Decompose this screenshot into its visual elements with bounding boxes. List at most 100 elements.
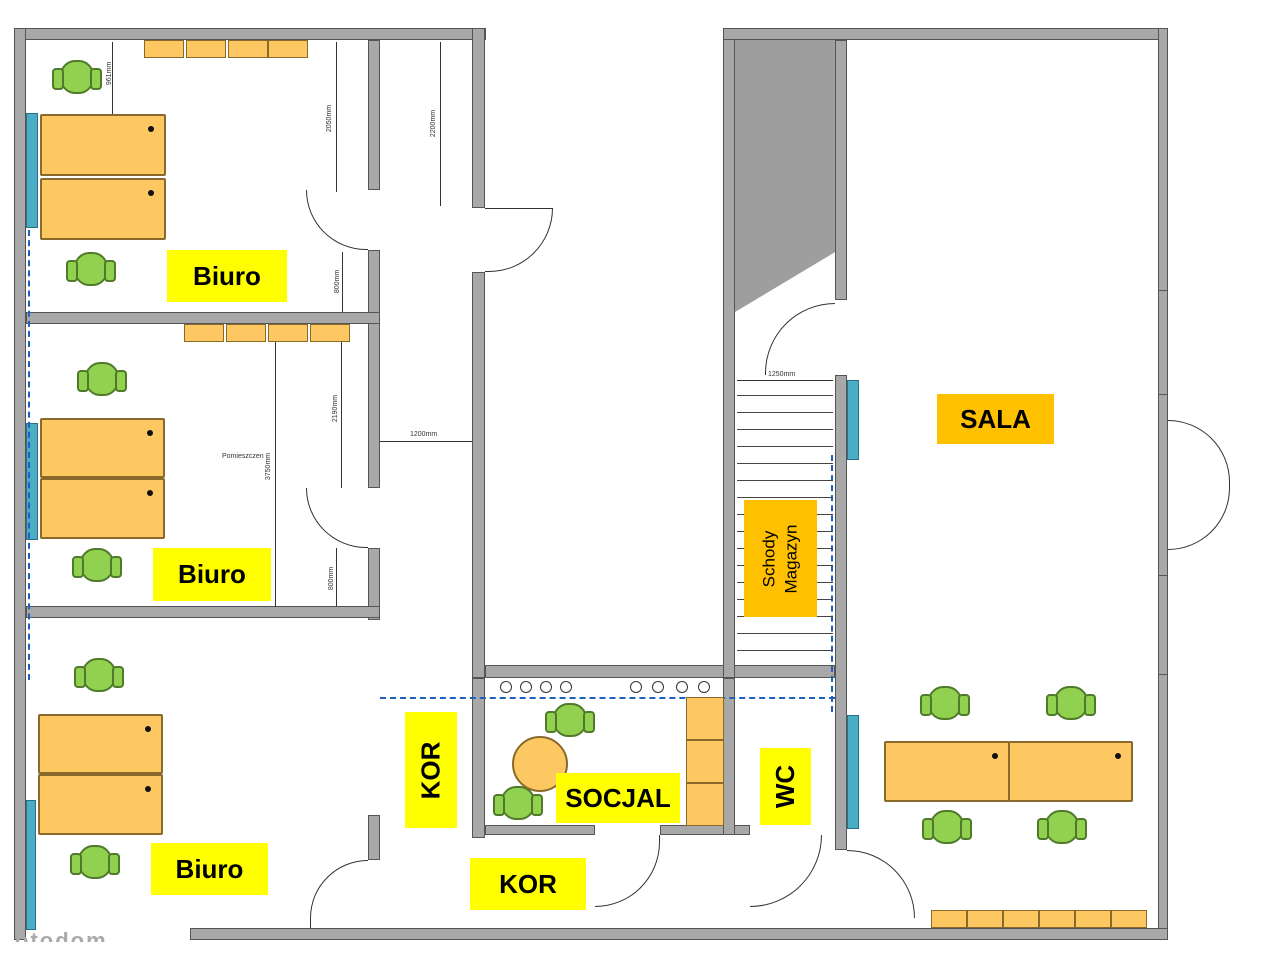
chair bbox=[922, 810, 972, 844]
sink-fixture bbox=[676, 681, 688, 693]
desk-marker bbox=[145, 726, 151, 732]
cabinet bbox=[1003, 910, 1039, 928]
cabinet bbox=[310, 324, 350, 342]
door[interactable] bbox=[306, 190, 368, 250]
room-label-toilet: WC bbox=[760, 748, 811, 825]
corridor-text: KOR bbox=[415, 741, 446, 799]
desk bbox=[38, 714, 163, 774]
cabinet bbox=[226, 324, 266, 342]
dashed-line bbox=[28, 230, 30, 680]
wall bbox=[14, 28, 486, 40]
wall bbox=[472, 272, 485, 678]
stair-step bbox=[737, 412, 833, 413]
desk-marker bbox=[147, 430, 153, 436]
window bbox=[847, 380, 859, 460]
door[interactable] bbox=[750, 835, 822, 907]
chair bbox=[920, 686, 970, 720]
wall bbox=[723, 28, 1168, 40]
dimension-label: 961mm bbox=[106, 61, 114, 86]
room-label-hall: SALA bbox=[937, 394, 1054, 444]
window bbox=[26, 800, 36, 930]
sink-fixture bbox=[540, 681, 552, 693]
door[interactable] bbox=[485, 208, 553, 272]
cabinet bbox=[686, 783, 724, 826]
cabinet bbox=[268, 40, 308, 58]
cabinet bbox=[268, 324, 308, 342]
wall bbox=[1158, 28, 1168, 940]
wall bbox=[660, 825, 750, 835]
desk-marker bbox=[1115, 753, 1121, 759]
sink-fixture bbox=[698, 681, 710, 693]
cabinet bbox=[186, 40, 226, 58]
stair-step bbox=[737, 395, 833, 396]
dimension-line bbox=[336, 42, 337, 192]
desk-marker bbox=[145, 786, 151, 792]
door[interactable] bbox=[847, 850, 915, 918]
cabinet bbox=[686, 740, 724, 783]
dimension-label: 800mm bbox=[328, 566, 336, 591]
desk bbox=[1008, 741, 1133, 802]
dimension-line bbox=[380, 441, 472, 442]
cabinet bbox=[144, 40, 184, 58]
chair bbox=[545, 703, 595, 737]
wall bbox=[190, 928, 1168, 940]
stairs-text: Schody Magazyn bbox=[759, 524, 801, 593]
room-note: Pomieszczen bbox=[222, 453, 264, 460]
window bbox=[26, 113, 38, 228]
double-door[interactable] bbox=[1168, 420, 1230, 486]
desk bbox=[38, 774, 163, 835]
dimension-label: 1200mm bbox=[410, 431, 438, 438]
stair-step bbox=[737, 480, 833, 481]
double-door[interactable] bbox=[1168, 486, 1230, 550]
dimension-label: 1250mm bbox=[768, 371, 796, 378]
sink-fixture bbox=[500, 681, 512, 693]
sink-fixture bbox=[560, 681, 572, 693]
wall bbox=[26, 606, 380, 618]
wall bbox=[368, 815, 380, 860]
door[interactable] bbox=[306, 488, 368, 548]
dimension-line bbox=[112, 42, 113, 114]
round-table bbox=[512, 736, 568, 792]
chair bbox=[66, 252, 116, 286]
stair-step bbox=[737, 633, 833, 634]
door[interactable] bbox=[765, 303, 835, 375]
dashed-line bbox=[831, 455, 833, 712]
chair bbox=[1046, 686, 1096, 720]
cabinet bbox=[1111, 910, 1147, 928]
room-label-office: Biuro bbox=[151, 843, 268, 895]
dimension-label: 2200mm bbox=[430, 109, 438, 138]
room-label-office: Biuro bbox=[167, 250, 287, 302]
sink-fixture bbox=[520, 681, 532, 693]
window-frame bbox=[1158, 575, 1168, 675]
desk-marker bbox=[992, 753, 998, 759]
desk bbox=[40, 418, 165, 478]
door[interactable] bbox=[310, 860, 368, 928]
desk bbox=[884, 741, 1010, 802]
wall bbox=[26, 312, 380, 324]
wall bbox=[368, 40, 380, 190]
wall bbox=[835, 40, 847, 300]
chair bbox=[74, 658, 124, 692]
desk bbox=[40, 178, 166, 240]
chair bbox=[77, 362, 127, 396]
wall bbox=[368, 548, 380, 620]
dimension-line bbox=[342, 252, 343, 312]
room-label-stairs-storage: Schody Magazyn bbox=[744, 500, 817, 617]
stair-shaft bbox=[735, 40, 835, 312]
wall bbox=[14, 28, 26, 940]
cabinet bbox=[184, 324, 224, 342]
desk bbox=[40, 478, 165, 539]
stair-step bbox=[737, 429, 833, 430]
wall bbox=[723, 28, 735, 678]
dimension-line bbox=[341, 325, 342, 488]
desk bbox=[40, 114, 166, 176]
wall bbox=[368, 250, 380, 488]
cabinet bbox=[1075, 910, 1111, 928]
dimension-label: 2050mm bbox=[326, 104, 334, 133]
dashed-line bbox=[380, 697, 835, 699]
door[interactable] bbox=[595, 835, 660, 907]
chair bbox=[72, 548, 122, 582]
wall bbox=[472, 678, 485, 838]
dimension-line bbox=[737, 380, 833, 381]
